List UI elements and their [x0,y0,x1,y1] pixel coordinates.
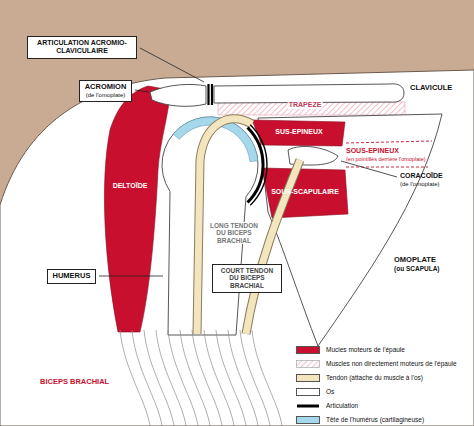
muscle-fiber [204,330,234,426]
muscle-fiber [144,330,174,426]
infraspinatus-dotted [346,167,428,168]
humerus-bone [162,117,258,335]
joint-bar [207,84,209,105]
biceps-fibers [120,330,282,426]
leader-line [99,276,163,277]
label-patch: (ou SCAPULA) [394,265,440,272]
part-label: HUMERUS [52,272,91,281]
legend-row: Tendon (attache du muscle à l'os) [296,374,423,382]
label-box: HUMERUS [47,269,96,284]
label-patch: DELTOÏDE [113,182,148,190]
infraspinatus-dotted [346,141,432,143]
acromion-bone [150,84,206,106]
leader-lines [99,48,397,276]
supraspinatus-muscle [252,120,345,146]
label-patch: SUS-EPINEUX [275,128,322,136]
deltoid-muscle [104,86,170,332]
glenoid-joint [250,125,267,206]
part-label: (de l'omoplate) [400,181,440,187]
label-box: ACROMION(de l'omoplate) [79,80,132,102]
body-outline [0,70,474,426]
hatch-sample [297,361,320,368]
muscle-fiber [156,330,186,426]
label-patch: BICEPS BRACHIAL [40,378,109,387]
label-patch: CLAVICULE [410,84,452,93]
label-patch: (en pointillés derrière l'omoplate) [346,156,426,162]
label-box: ARTICULATION ACROMIO-CLAVICULAIRE [27,36,137,59]
legend-text: Mucles moteurs de l'épaule [326,346,405,353]
part-label: CORACOÏDE [400,172,443,179]
part-label: LONG TENDON DU BICEPS BRACHIAL [210,222,258,244]
label-box: COURT TENDON DU BICEPS BRACHIAL [212,264,282,293]
label-patch: SOUS-EPINEUX [346,147,399,155]
label-patch: CORACOÏDE [400,172,443,180]
leader-line [135,90,149,92]
muscle-fiber [228,330,258,426]
label-patch: LONG TENDON DU BICEPS BRACHIAL [207,222,261,244]
part-label: SOUS-SCAPULAIRE [271,188,339,195]
short-biceps-tendon [246,160,300,334]
part-label: OMOPLATE [394,255,436,264]
legend-text: Articulation [326,402,358,409]
part-label: TRAPEZE [289,101,322,108]
muscle-fiber [120,330,150,426]
trapeze-muscle [218,102,405,115]
legend-row: Tête de l'humérus (cartilagineuse) [296,416,424,424]
part-label: ACROMION [84,83,127,92]
part-label: SOUS-EPINEUX [346,147,399,154]
label-patch: TRAPEZE [288,101,323,109]
legend-swatch [296,416,320,424]
legend-sample [296,360,320,368]
legend-text: Muscles non directement moteurs de l'épa… [326,360,457,367]
muscle-fiber [216,330,246,426]
muscle-fiber [132,330,162,426]
leader-line [140,48,204,82]
legend-row: Articulation [296,402,358,410]
part-label: SUS-EPINEUX [275,128,322,135]
part-label: (ou SCAPULA) [394,265,440,272]
part-label: CLAVICULE [410,83,452,92]
muscle-fiber [192,330,222,426]
label-patch: SOUS-SCAPULAIRE [271,188,339,196]
legend-row: Muscles non directement moteurs de l'épa… [296,360,457,368]
part-label: BICEPS BRACHIAL [40,377,109,386]
joint-bar [211,84,213,105]
label-patch: (de l'omoplate) [400,181,440,188]
part-label: (de l'omoplate) [84,92,127,99]
part-label: COURT TENDON DU BICEPS BRACHIAL [217,267,277,289]
legend-sample [296,402,320,410]
legend-row: Mucles moteurs de l'épaule [296,346,405,354]
muscle-fiber [168,330,198,426]
joint-sample [297,405,319,408]
legend-text: Os [326,388,334,395]
muscle-fiber [252,330,282,426]
leader-line [341,161,397,177]
part-label: DELTOÏDE [113,182,148,189]
muscle-fiber [180,330,210,426]
legend-text: Tendon (attache du muscle à l'os) [326,374,423,381]
legend-swatch [296,388,320,396]
legend-text: Tête de l'humérus (cartilagineuse) [326,416,424,423]
subscapularis-muscle [262,168,348,218]
legend-swatch [296,374,320,382]
short-biceps-tendon-outline [246,160,300,334]
label-patch: OMOPLATE [394,256,436,265]
part-label: ARTICULATION ACROMIO-CLAVICULAIRE [32,39,132,55]
part-label: (en pointillés derrière l'omoplate) [346,156,426,162]
scapula-bone [258,114,442,346]
legend-swatch [296,346,320,354]
legend-row: Os [296,388,334,396]
muscle-fiber [240,330,270,426]
